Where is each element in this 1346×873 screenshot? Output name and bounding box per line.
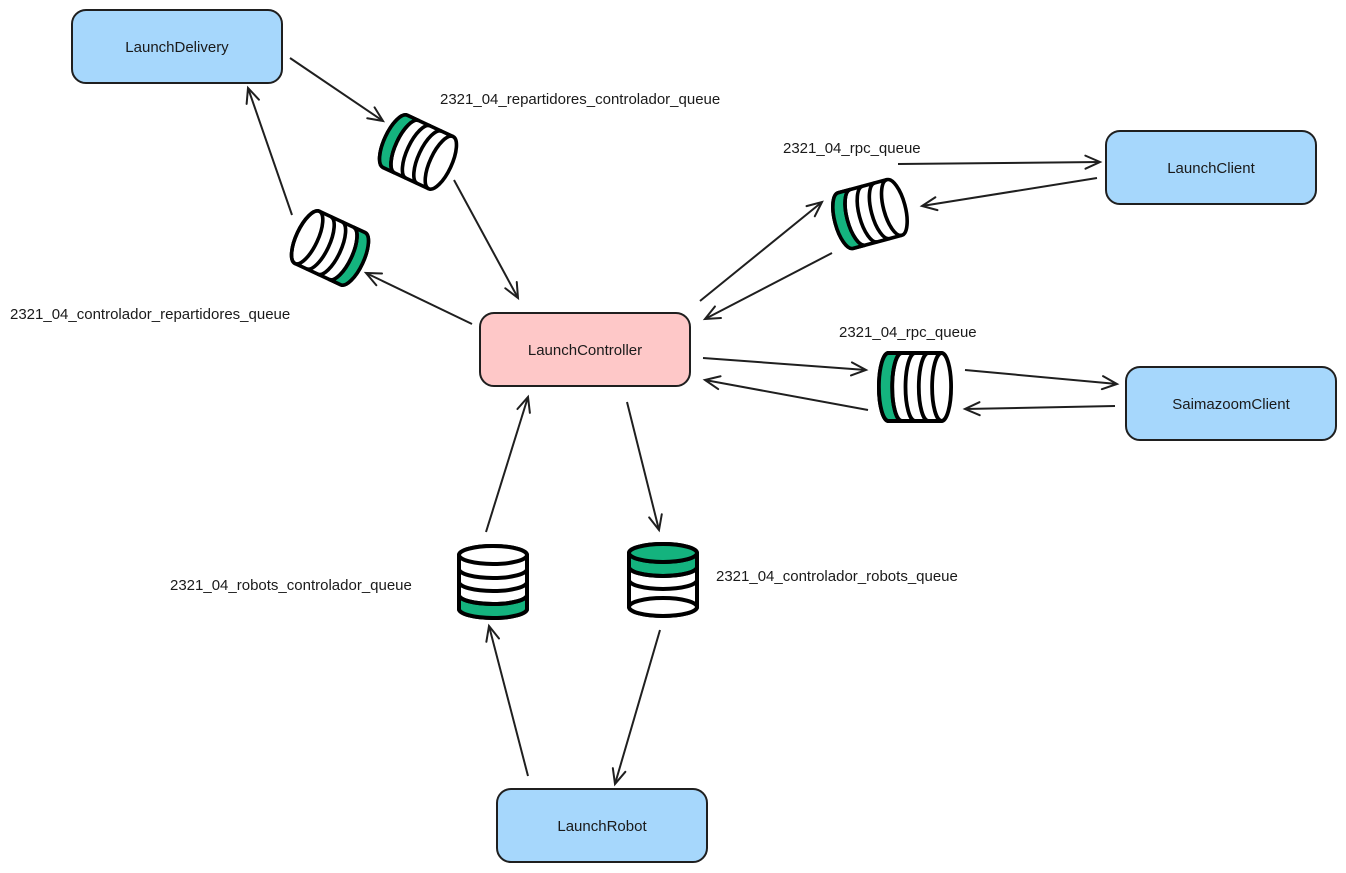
edge-delivery-to-queue-rep-ctrl bbox=[289, 57, 384, 122]
arrowheads bbox=[245, 85, 1120, 787]
edge-controller-to-queue-ctrl-rep bbox=[365, 272, 473, 325]
node-launch-delivery-label: LaunchDelivery bbox=[125, 39, 229, 56]
arrowhead bbox=[611, 767, 627, 787]
arrowhead bbox=[919, 196, 939, 212]
queue-cylinder-icon[interactable] bbox=[877, 351, 953, 423]
arrowhead bbox=[366, 106, 386, 123]
queue-label-robots-controlador: 2321_04_robots_controlador_queue bbox=[170, 577, 412, 594]
arrowhead bbox=[1084, 154, 1103, 170]
edge-queue-ctrl-rep-to-delivery bbox=[247, 87, 293, 216]
arrowhead bbox=[805, 200, 824, 218]
edge-queue-rpc-lower-to-controller bbox=[704, 379, 869, 411]
node-launch-controller[interactable]: LaunchController bbox=[479, 312, 691, 387]
edge-controller-to-queue-rpc-upper bbox=[699, 201, 823, 302]
node-saimazoom-client[interactable]: SaimazoomClient bbox=[1125, 366, 1337, 441]
edge-client-to-queue-rpc-upper bbox=[921, 177, 1098, 207]
queue-cylinder-icon[interactable] bbox=[285, 207, 375, 290]
edge-queue-rpc-upper-to-controller bbox=[704, 252, 833, 320]
node-launch-robot-label: LaunchRobot bbox=[557, 818, 647, 835]
arrowhead bbox=[648, 513, 663, 533]
queue-label-controlador-repartidores: 2321_04_controlador_repartidores_queue bbox=[10, 306, 290, 323]
arrowhead bbox=[504, 281, 520, 301]
arrowhead bbox=[702, 375, 722, 391]
edge-controller-to-queue-ctrl-robots bbox=[626, 401, 660, 531]
arrowhead bbox=[485, 623, 500, 643]
arrowhead bbox=[849, 361, 869, 377]
queue-label-repartidores-controlador: 2321_04_repartidores_controlador_queue bbox=[440, 91, 720, 108]
node-launch-controller-label: LaunchController bbox=[528, 342, 642, 359]
node-launch-client[interactable]: LaunchClient bbox=[1105, 130, 1317, 205]
edge-controller-to-queue-rpc-lower bbox=[702, 357, 867, 371]
node-saimazoom-client-label: SaimazoomClient bbox=[1172, 396, 1290, 413]
queue-cylinder-icon[interactable] bbox=[457, 544, 529, 620]
arrowhead bbox=[702, 305, 722, 321]
node-launch-delivery[interactable]: LaunchDelivery bbox=[71, 9, 283, 84]
node-launch-client-label: LaunchClient bbox=[1167, 160, 1255, 177]
edge-saimazoom-to-queue-rpc-lower bbox=[964, 405, 1116, 410]
edge-queue-rpc-lower-to-saimazoom bbox=[964, 369, 1118, 385]
arrowhead bbox=[962, 401, 981, 417]
edge-queue-ctrl-robots-to-robot bbox=[614, 629, 661, 785]
arrowhead bbox=[363, 271, 383, 287]
queue-label-controlador-robots: 2321_04_controlador_robots_queue bbox=[716, 568, 958, 585]
arrowhead bbox=[516, 394, 531, 414]
edges bbox=[247, 57, 1118, 785]
edge-robot-to-queue-robots-ctrl bbox=[488, 625, 529, 777]
arrowhead bbox=[1100, 375, 1120, 391]
edge-queue-rep-ctrl-to-controller bbox=[453, 179, 519, 299]
edge-queue-rpc-upper-to-client bbox=[897, 161, 1101, 165]
queue-label-rpc-lower: 2321_04_rpc_queue bbox=[839, 324, 977, 341]
queue-cylinder-icon[interactable] bbox=[828, 177, 912, 251]
queue-cylinder-icon[interactable] bbox=[373, 111, 463, 194]
edge-queue-robots-ctrl-to-controller bbox=[485, 396, 529, 533]
queue-label-rpc-upper: 2321_04_rpc_queue bbox=[783, 140, 921, 157]
node-launch-robot[interactable]: LaunchRobot bbox=[496, 788, 708, 863]
queue-cylinder-icon[interactable] bbox=[627, 542, 699, 618]
arrowhead bbox=[245, 85, 260, 105]
